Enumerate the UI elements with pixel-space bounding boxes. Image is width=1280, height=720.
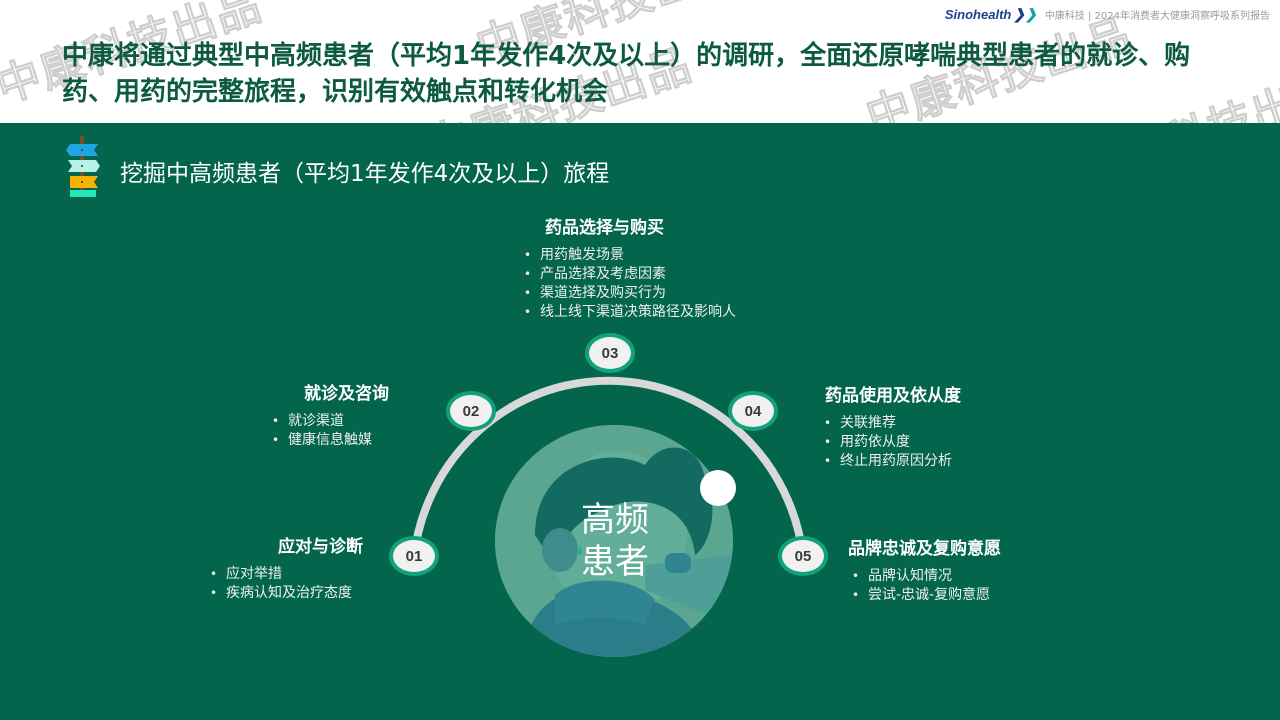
- brand-logo-icon: ❯❯: [1013, 6, 1037, 22]
- brand-block: Sinohealth ❯❯ 中康科技 | 2024年消费者大健康洞察呼吸系列报告: [945, 6, 1270, 23]
- stage-item: 应对举措: [208, 565, 363, 584]
- stage-item: 尝试-忠诚-复购意愿: [850, 586, 1001, 605]
- stage-02-block: 就诊及咨询 就诊渠道 健康信息触媒: [270, 379, 389, 450]
- stage-item: 用药触发场景: [522, 246, 736, 265]
- stage-item: 疾病认知及治疗态度: [208, 584, 363, 603]
- stage-item: 品牌认知情况: [850, 567, 1001, 586]
- stage-04-block: 药品使用及依从度 关联推荐 用药依从度 终止用药原因分析: [822, 381, 961, 471]
- stage-item: 渠道选择及购买行为: [522, 284, 736, 303]
- section-title: 挖掘中高频患者（平均1年发作4次及以上）旅程: [120, 161, 610, 187]
- stage-title: 应对与诊断: [278, 537, 363, 557]
- page-headline: 中康将通过典型中高频患者（平均1年发作4次及以上）的调研，全面还原哮喘典型患者的…: [62, 41, 1191, 107]
- stage-item: 线上线下渠道决策路径及影响人: [522, 303, 736, 322]
- stage-item: 终止用药原因分析: [822, 452, 961, 471]
- stage-node-05[interactable]: 05: [778, 536, 828, 576]
- speech-bubble-decor: [700, 470, 736, 506]
- center-label-line1: 高频: [581, 500, 649, 540]
- brand-logo-text: Sinohealth: [944, 7, 1012, 22]
- stage-item: 产品选择及考虑因素: [522, 265, 736, 284]
- center-patient-illustration: 高频 患者: [495, 425, 733, 657]
- stage-items: 用药触发场景 产品选择及考虑因素 渠道选择及购买行为 线上线下渠道决策路径及影响…: [522, 246, 736, 322]
- patient-illustration: [495, 425, 733, 657]
- stage-items: 就诊渠道 健康信息触媒: [270, 412, 389, 450]
- stage-node-03[interactable]: 03: [585, 333, 635, 373]
- stage-05-block: 品牌忠诚及复购意愿 品牌认知情况 尝试-忠诚-复购意愿: [848, 534, 1001, 605]
- stage-item: 就诊渠道: [270, 412, 389, 431]
- stage-node-02[interactable]: 02: [446, 391, 496, 431]
- center-label: 高频 患者: [495, 425, 733, 657]
- stage-title: 药品使用及依从度: [825, 386, 961, 406]
- stage-items: 关联推荐 用药依从度 终止用药原因分析: [822, 414, 961, 471]
- stage-01-block: 应对与诊断 应对举措 疾病认知及治疗态度: [208, 532, 363, 603]
- stage-title: 品牌忠诚及复购意愿: [848, 539, 1001, 559]
- center-label-line2: 患者: [581, 542, 649, 582]
- slide-header: 中康科技出品 中康科技出品 中康科技出品 中康科技出品 中康科技出品 Sinoh…: [0, 0, 1280, 123]
- stage-item: 健康信息触媒: [270, 431, 389, 450]
- signpost-icon: [66, 136, 100, 197]
- stage-items: 品牌认知情况 尝试-忠诚-复购意愿: [850, 567, 1001, 605]
- stage-item: 用药依从度: [822, 433, 961, 452]
- report-subtitle: 中康科技 | 2024年消费者大健康洞察呼吸系列报告: [1044, 11, 1270, 22]
- stage-items: 应对举措 疾病认知及治疗态度: [208, 565, 363, 603]
- stage-title: 就诊及咨询: [304, 384, 389, 404]
- stage-node-04[interactable]: 04: [728, 391, 778, 431]
- stage-node-01[interactable]: 01: [389, 536, 439, 576]
- brand-logo: Sinohealth ❯❯: [945, 6, 1037, 23]
- stage-title: 药品选择与购买: [545, 218, 664, 238]
- stage-item: 关联推荐: [822, 414, 961, 433]
- stage-03-block: 药品选择与购买 用药触发场景 产品选择及考虑因素 渠道选择及购买行为 线上线下渠…: [522, 213, 736, 322]
